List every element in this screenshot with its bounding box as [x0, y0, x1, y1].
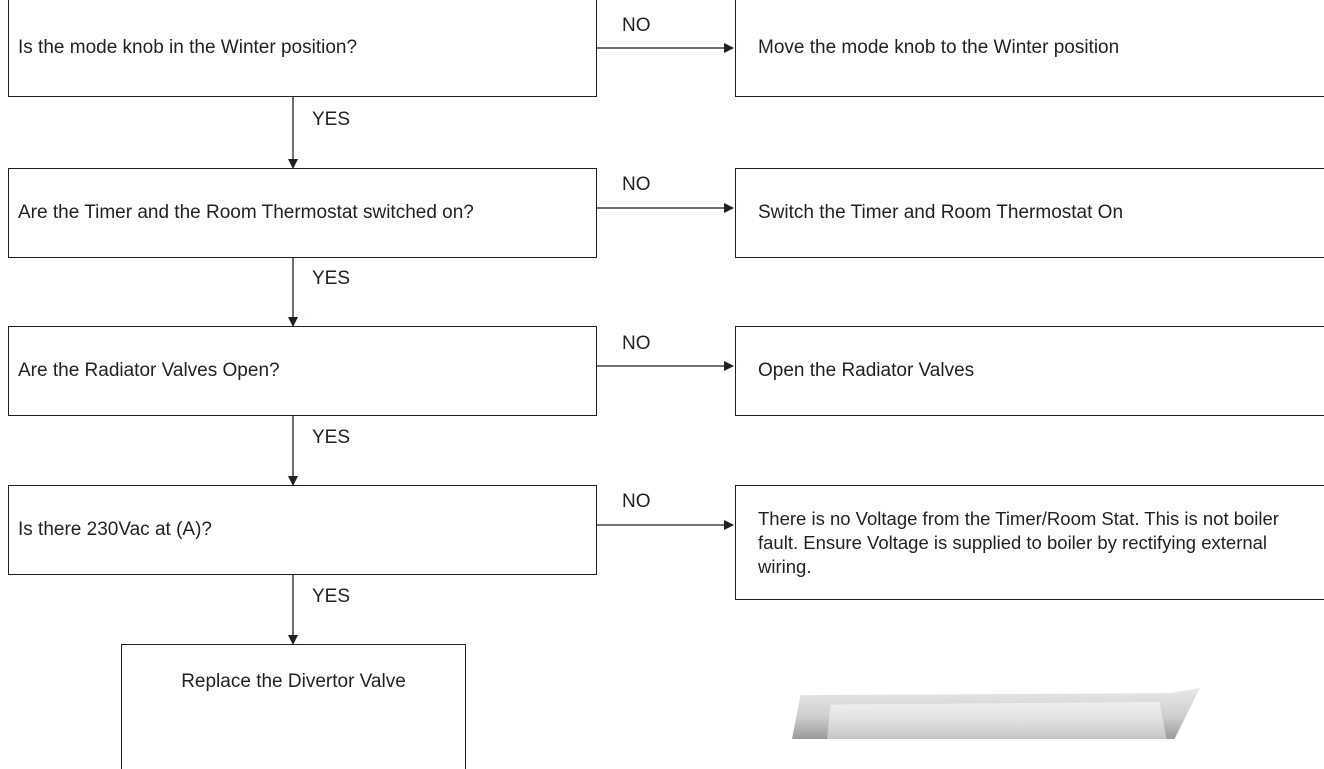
action-box-3: Open the Radiator Valves [735, 326, 1324, 416]
no-label-4: NO [622, 491, 651, 512]
action-text-2: Switch the Timer and Room Thermostat On [758, 202, 1124, 223]
no-label-3: NO [622, 333, 651, 354]
question-text-2: Are the Timer and the Room Thermostat sw… [18, 202, 474, 223]
yes-label-4: YES [312, 586, 351, 607]
final-action-box: Replace the Divertor Valve [121, 644, 466, 769]
question-box-2: Are the Timer and the Room Thermostat sw… [8, 168, 597, 258]
action-box-2: Switch the Timer and Room Thermostat On [735, 168, 1324, 258]
question-text-1: Is the mode knob in the Winter position? [18, 37, 358, 58]
action-box-1: Move the mode knob to the Winter positio… [735, 0, 1324, 97]
action-text-1: Move the mode knob to the Winter positio… [758, 37, 1120, 58]
yes-label-1: YES [312, 109, 351, 130]
action-text-3: Open the Radiator Valves [758, 360, 975, 381]
question-box-3: Are the Radiator Valves Open? [8, 326, 597, 416]
question-text-4: Is there 230Vac at (A)? [18, 519, 212, 540]
flowchart-connectors [288, 43, 734, 645]
question-box-1: Is the mode knob in the Winter position? [8, 0, 597, 97]
action-box-4: There is no Voltage from the Timer/Room … [735, 485, 1324, 600]
action-text-4: There is no Voltage from the Timer/Room … [758, 507, 1279, 577]
yes-label-3: YES [312, 427, 351, 448]
final-action-text: Replace the Divertor Valve [181, 671, 406, 692]
no-label-2: NO [622, 174, 651, 195]
no-label-1: NO [622, 15, 651, 36]
question-box-4: Is there 230Vac at (A)? [8, 485, 597, 575]
boiler-photo-detail [827, 702, 1167, 739]
question-text-3: Are the Radiator Valves Open? [18, 360, 280, 381]
yes-label-2: YES [312, 268, 351, 289]
